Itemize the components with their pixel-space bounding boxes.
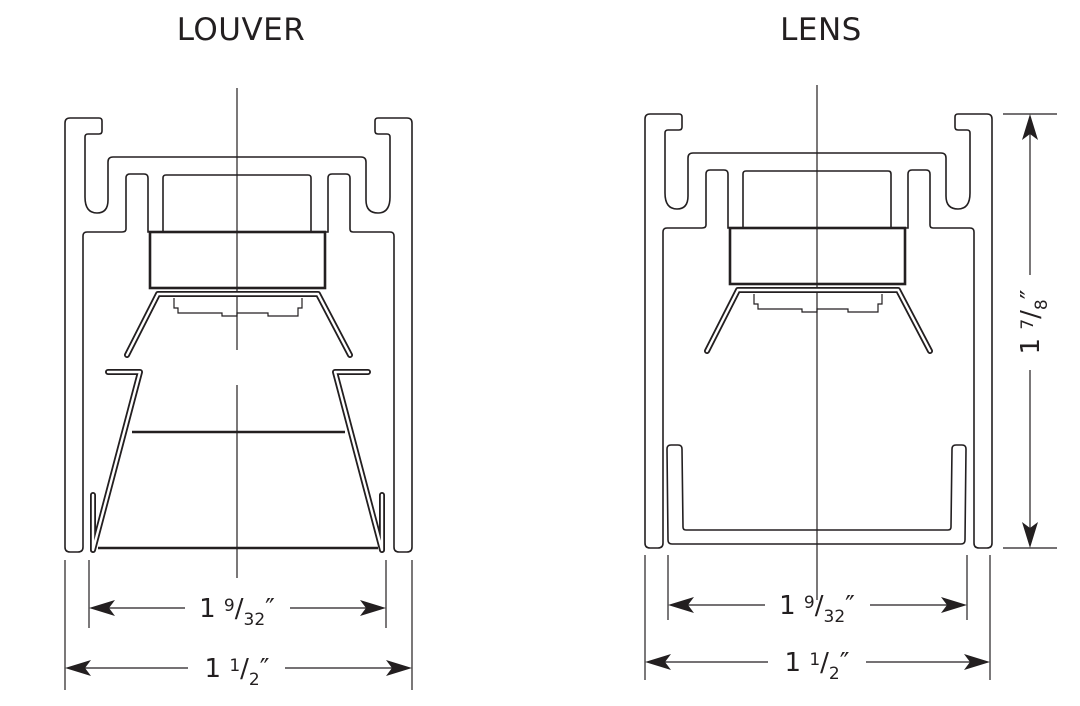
louver-section — [65, 88, 412, 690]
lens-height-dimension — [1003, 113, 1057, 549]
lens-inner-width-label: 1 9/32″ — [779, 591, 855, 627]
louver-title: LOUVER — [177, 12, 306, 48]
louver-inner-dimension — [88, 560, 387, 628]
lens-outer-width-label: 1 1/2″ — [785, 648, 850, 684]
louver-blade — [90, 369, 385, 553]
louver-outer-width-label: 1 1/2″ — [205, 654, 270, 690]
louver-housing — [65, 118, 412, 552]
lens-height-label: 1 7/8″ — [1016, 289, 1052, 354]
louver-inner-width-label: 1 9/32″ — [199, 594, 275, 630]
louver-outer-dimension — [64, 560, 413, 690]
lens-inner-dimension — [667, 555, 968, 620]
lens-outer-dimension — [644, 555, 991, 680]
lens-section — [645, 85, 1057, 680]
lens-housing — [645, 114, 992, 548]
lens-diffuser — [666, 444, 967, 545]
lens-title: LENS — [780, 12, 862, 48]
